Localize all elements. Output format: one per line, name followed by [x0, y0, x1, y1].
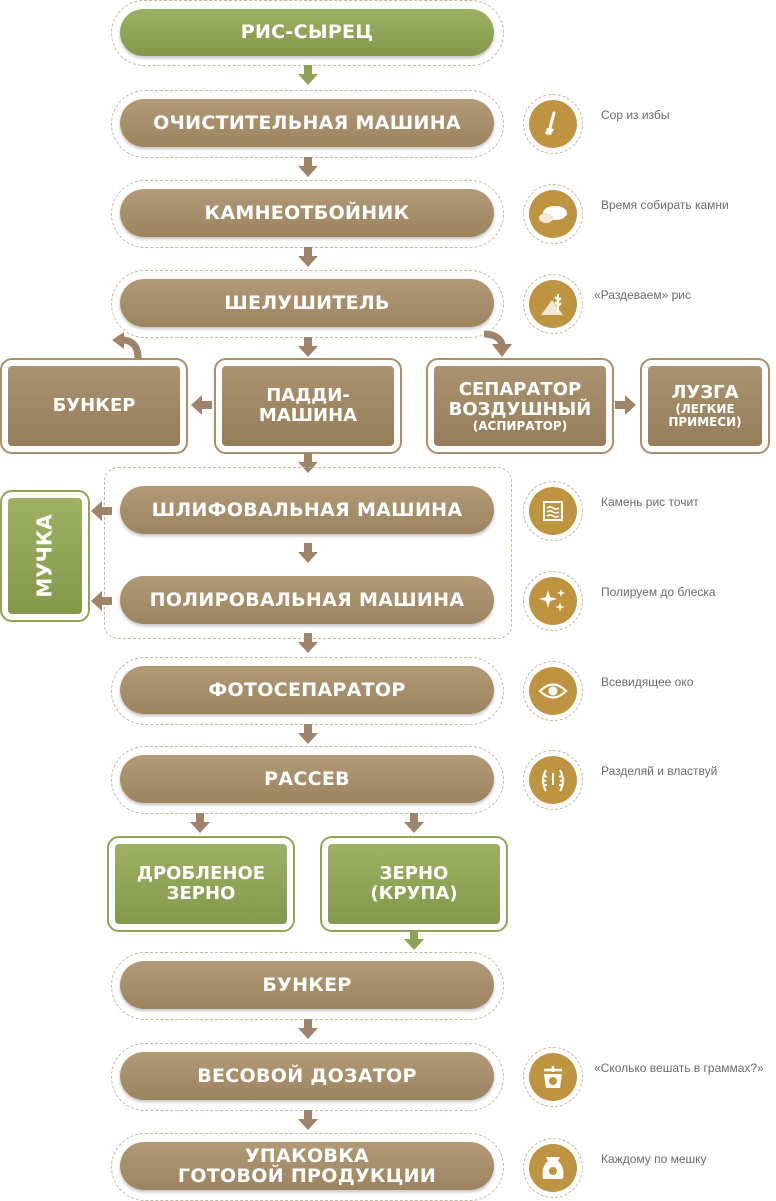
weigher-icon-ring [523, 1047, 583, 1107]
note-whitener: Камень рис точит [601, 495, 699, 509]
note-sifter: Разделяй и властвуй [601, 764, 718, 778]
cleaner-icon-ring [523, 94, 583, 154]
arrow-down-icon [298, 247, 318, 267]
step-packing: УПАКОВКА ГОТОВОЙ ПРОДУКЦИИ [120, 1142, 494, 1190]
step-paddy-machine: ПАДДИ- МАШИНА [222, 366, 394, 446]
sack-icon [529, 1144, 577, 1192]
step-broken-grain: ДРОБЛЕНОЕ ЗЕРНО [115, 844, 287, 924]
aspirator-line-1: СЕПАРАТОР [458, 378, 582, 400]
aspirator-frame: СЕПАРАТОР ВОЗДУШНЫЙ (АСПИРАТОР) [426, 358, 614, 454]
arrow-left-icon [191, 395, 212, 415]
husker-icon-ring [523, 274, 583, 334]
broom-icon [529, 100, 577, 148]
step-whitener: ШЛИФОВАЛЬНАЯ МАШИНА [120, 486, 494, 534]
hopper-side-frame: БУНКЕР [0, 358, 188, 454]
arrow-down-icon [404, 930, 424, 950]
note-packing: Каждому по мешку [601, 1152, 707, 1166]
note-weigher: «Сколько вешать в граммах?» [594, 1061, 764, 1075]
arrow-down-icon [298, 1019, 318, 1039]
sifter-icon-ring [523, 750, 583, 810]
step-weigher: ВЕСОВОЙ ДОЗАТОР [120, 1052, 494, 1100]
step-sifter: РАССЕВ [120, 755, 494, 803]
arrow-down-icon [298, 337, 318, 357]
step-hopper: БУНКЕР [120, 961, 494, 1009]
arrow-curve-up-left-icon [112, 332, 142, 359]
husk-line-2: (ЛЕГКИЕ [675, 402, 735, 416]
eye-icon [529, 667, 577, 715]
step-hopper-side: БУНКЕР [8, 366, 180, 446]
note-color-sorter: Всевидящее око [601, 675, 694, 689]
step-grain: ЗЕРНО (КРУПА) [328, 844, 500, 924]
arrow-down-icon [298, 724, 318, 744]
arrow-left-icon [91, 501, 112, 521]
aspirator-line-3: (АСПИРАТОР) [472, 418, 568, 433]
arrow-down-icon [298, 1110, 318, 1130]
arrow-down-icon [190, 813, 210, 833]
step-cleaner: ОЧИСТИТЕЛЬНАЯ МАШИНА [120, 99, 494, 147]
arrow-down-icon [298, 453, 318, 473]
flour-label: МУЧКА [33, 514, 57, 598]
step-destoner: КАМНЕОТБОЙНИК [120, 189, 494, 237]
grind-icon [529, 487, 577, 535]
husk-frame: ЛУЗГА (ЛЕГКИЕ ПРИМЕСИ) [640, 358, 770, 454]
stone-icon [529, 190, 577, 238]
arrow-down-icon [298, 65, 318, 85]
grain-line-2: (КРУПА) [370, 883, 458, 904]
note-polisher: Полируем до блеска [601, 585, 716, 599]
paddy-line-1: ПАДДИ- [266, 385, 350, 406]
broken-line-2: ЗЕРНО [166, 883, 236, 904]
hopper-side-label: БУНКЕР [52, 395, 136, 416]
arrow-curve-down-right-icon [483, 330, 512, 357]
arrow-right-icon [615, 395, 636, 415]
packing-icon-ring [523, 1138, 583, 1198]
broken-line-1: ДРОБЛЕНОЕ [136, 863, 266, 884]
step-husk: ЛУЗГА (ЛЕГКИЕ ПРИМЕСИ) [648, 366, 762, 446]
arrow-down-icon [298, 633, 318, 653]
husk-line-3: ПРИМЕСИ) [668, 415, 742, 429]
packing-line-2: ГОТОВОЙ ПРОДУКЦИИ [177, 1165, 437, 1187]
arrow-down-icon [298, 543, 318, 563]
scale-icon [529, 1053, 577, 1101]
destoner-icon-ring [523, 184, 583, 244]
paddy-line-2: МАШИНА [258, 405, 358, 426]
sparkle-icon [529, 577, 577, 625]
sifter-frame [111, 746, 504, 814]
step-polisher: ПОЛИРОВАЛЬНАЯ МАШИНА [120, 576, 494, 624]
step-flour: МУЧКА [8, 498, 82, 614]
wheat-wreath-icon [529, 756, 577, 804]
whitener-icon-ring [523, 481, 583, 541]
arrow-down-icon [404, 813, 424, 833]
packing-line-1: УПАКОВКА [244, 1145, 370, 1167]
note-destoner: Время собирать камни [601, 198, 729, 212]
step-husker: ШЕЛУШИТЕЛЬ [120, 279, 494, 327]
step-raw-rice: РИС-СЫРЕЦ [120, 9, 494, 56]
grain-line-1: ЗЕРНО [379, 863, 449, 884]
arrow-left-icon [91, 591, 112, 611]
paddy-machine-frame: ПАДДИ- МАШИНА [214, 358, 402, 454]
husk-line-1: ЛУЗГА [671, 382, 739, 403]
grain-frame: ЗЕРНО (КРУПА) [320, 836, 508, 932]
color-sorter-icon-ring [523, 661, 583, 721]
step-color-sorter: ФОТОСЕПАРАТОР [120, 666, 494, 714]
note-husker: «Раздеваем» рис [594, 288, 691, 302]
broken-grain-frame: ДРОБЛЕНОЕ ЗЕРНО [107, 836, 295, 932]
flour-frame: МУЧКА [0, 490, 90, 622]
note-cleaner: Сор из избы [601, 108, 670, 122]
aspirator-line-2: ВОЗДУШНЫЙ [448, 398, 592, 420]
polisher-icon-ring [523, 571, 583, 631]
grain-pile-icon [529, 280, 577, 328]
arrow-down-icon [298, 157, 318, 177]
step-aspirator: СЕПАРАТОР ВОЗДУШНЫЙ (АСПИРАТОР) [434, 366, 606, 446]
